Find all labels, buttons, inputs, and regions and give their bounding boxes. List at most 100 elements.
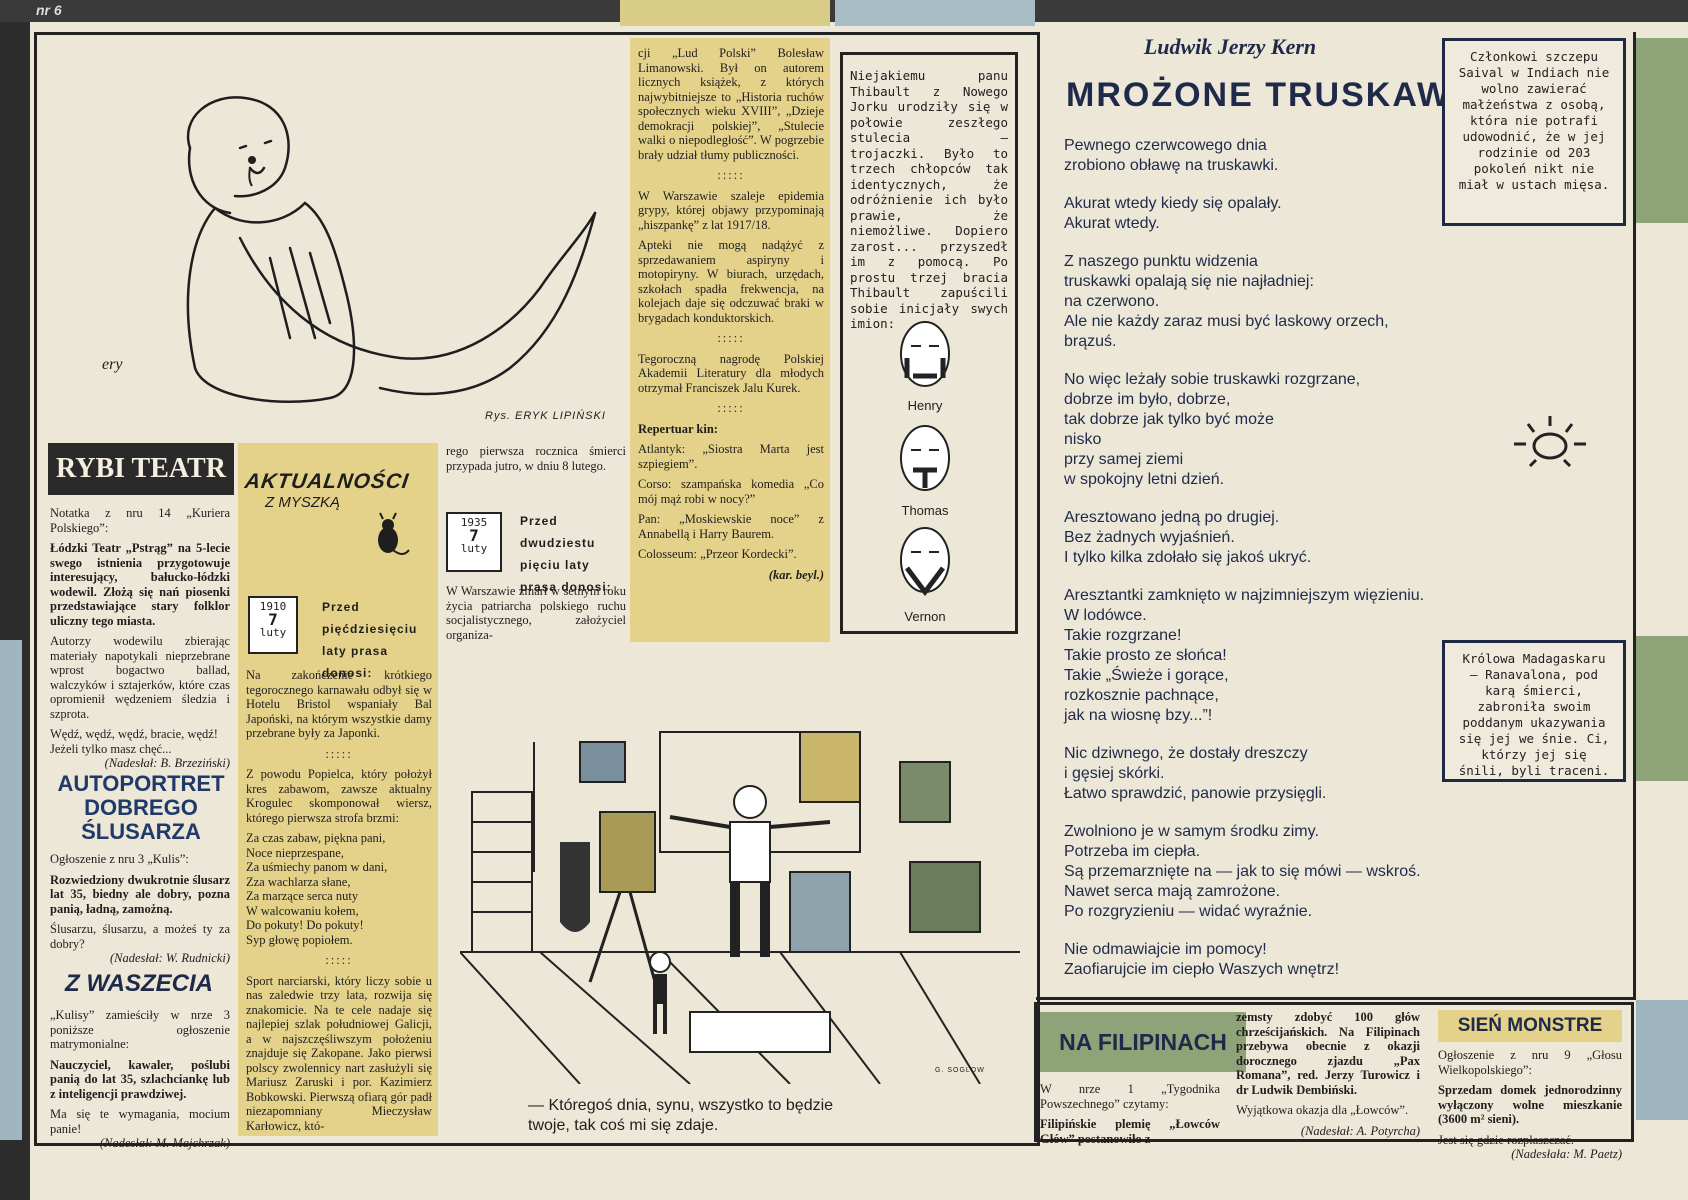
madagaskar-box: Królowa Madagaskaru — Ranavalona, pod ka…	[1442, 640, 1626, 782]
akt-kino-1: Atlantyk: „Siostra Marta jest szpiegiem”…	[638, 442, 824, 471]
waszecia-intro: „Kulisy” zamieściły w nrze 3 poniższe og…	[50, 1008, 230, 1051]
face-vernon-icon	[900, 527, 950, 597]
aktualnosci-column-bg	[238, 443, 438, 1136]
sien-intro: Ogłoszenie z nru 9 „Głosu Wielkopolskieg…	[1438, 1048, 1622, 1077]
saival-box: Członkowi szczepu Saival w Indiach nie w…	[1442, 38, 1626, 226]
akt-p2: Z powodu Popielca, który położył kres za…	[246, 767, 432, 825]
sien-verse: Jest się gdzie rozpłaszczać.	[1438, 1132, 1575, 1147]
poem-line: Ale nie każdy zaraz musi być laskowy orz…	[1064, 313, 1389, 330]
right-green-strip-1	[1636, 38, 1688, 223]
triplets-text: Niejakiemu panu Thibault z Nowego Jorku …	[850, 68, 1008, 331]
poem-line: Pewnego czerwcowego dnia	[1064, 137, 1267, 154]
crying-man-illustration	[186, 96, 597, 403]
akt-kino-4: Colosseum: „Przeor Kordecki”.	[638, 547, 797, 561]
face-thomas-icon	[900, 425, 950, 491]
poem-line: Są przemarznięte na — jak to się mówi — …	[1064, 863, 1421, 880]
autoportret-title-1: AUTOPORTRET	[57, 771, 225, 796]
triplets-box	[840, 52, 1018, 634]
rybi-body: Łódzki Teatr „Pstrąg” na 5-lecie swego i…	[50, 541, 230, 628]
date-1935-day: 7	[469, 526, 479, 545]
poem-line: przy samej ziemi	[1064, 451, 1184, 468]
poem-line: Akurat wtedy kiedy się opalały.	[1064, 195, 1282, 212]
poem-line: nisko	[1064, 431, 1102, 448]
autoportret-body: Rozwiedziony dwukrotnie ślusarz lat 35, …	[50, 872, 230, 916]
poem-line: w spokojny letni dzień.	[1064, 471, 1225, 488]
autoportret-intro: Ogłoszenie z nru 3 „Kulis”:	[50, 852, 189, 866]
face-henry-icon	[900, 321, 950, 387]
akt-repertuar: Repertuar kin:	[638, 421, 718, 436]
poem-line: Akurat wtedy.	[1064, 215, 1160, 232]
waszecia-signature: (Nadesłał: M. Majchrzak)	[99, 1136, 230, 1150]
filipiny-heading: NA FILIPINACH	[1040, 1012, 1246, 1072]
filipiny-col-2: zemsty zdobyć 100 głów chrześcijańskich.…	[1236, 1010, 1420, 1144]
poem-line: truskawki opalają się nie najładniej:	[1064, 273, 1314, 290]
masthead: nr 6	[36, 2, 62, 18]
date-1935-year: 1935	[460, 516, 488, 529]
filipiny-signature: (Nadesłał: A. Potyrcha)	[1300, 1123, 1420, 1138]
filipiny-intro: W nrze 1 „Tygodnika Powszechnego” czytam…	[1040, 1082, 1220, 1111]
date-1910-month: luty	[259, 626, 287, 639]
akt-p3: Sport narciarski, który liczy sobie u na…	[246, 973, 432, 1133]
autoportret-signature: (Nadesłał: W. Rudnicki)	[109, 951, 230, 965]
poem-line: dobrze im było, dobrze,	[1064, 391, 1231, 408]
poem-line: tak dobrze jak tylko być może	[1064, 411, 1274, 428]
top-blue-strip	[835, 0, 1035, 26]
rybi-intro: Notatka z nru 14 „Kuriera Polskiego”:	[50, 506, 230, 535]
rybi-verse1: Wędź, wędź, wędź, bracie, wędź!	[50, 727, 218, 741]
akt-signature: (kar. beyl.)	[768, 567, 824, 582]
poem-line: jak na wiosnę bzy...”!	[1064, 707, 1213, 724]
akt-kino-2: Corso: szampańska komedia „Co mój mąż ro…	[638, 477, 824, 506]
akt-p4: rego pierwsza rocznica śmierci przypada …	[446, 444, 626, 473]
poem-line: Zwolniono je w samym środku zimy.	[1064, 823, 1319, 840]
autoportret-title-3: ŚLUSARZA	[81, 819, 201, 844]
akt-kino-3: Pan: „Moskiewskie noce” z Annabellą i Ha…	[638, 512, 824, 541]
sun-icon	[1514, 416, 1586, 468]
waszecia-article: „Kulisy” zamieściły w nrze 3 poniższe og…	[50, 1008, 230, 1157]
aktualnosci-title: AKTUALNOŚCI	[243, 470, 411, 493]
cartoon-painter-studio: G. SOGLOW	[459, 712, 1020, 1085]
akt-column-2: cji „Lud Polski” Bolesław Limanowski. By…	[638, 46, 824, 582]
poem-line: W lodówce.	[1064, 607, 1147, 624]
aktualnosci-head-1: Przed pięćdziesięciu laty prasa donosi:	[322, 600, 418, 680]
poem-frame	[1036, 32, 1636, 1000]
akt-verse: Za czas zabaw, piękna pani, Noce nieprze…	[246, 831, 432, 947]
poem-author: Ludwik Jerzy Kern	[1143, 34, 1317, 59]
cartoon-signature: ery	[102, 356, 123, 373]
poem-line: Aresztantki zamknięto w najzimniejszym w…	[1064, 587, 1425, 604]
autoportret-verse: Ślusarzu, ślusarzu, a możeś ty za dobry?	[50, 922, 230, 951]
sien-signature: (Nadesłała: M. Paetz)	[1511, 1147, 1622, 1161]
akt-verse-7: Do pokuty! Do pokuty!	[246, 918, 364, 932]
poem-line: zrobiono obławę na truskawki.	[1064, 157, 1279, 174]
poem-line: Po rozgryzieniu — widać wyraźnie.	[1064, 903, 1313, 920]
left-blue-strip	[0, 640, 22, 1140]
poem-line: Łatwo sprawdzić, panowie przysięgli.	[1064, 785, 1327, 802]
poem-line: Zaofiarujcie im ciepło Waszych wnętrz!	[1064, 961, 1340, 978]
aktualnosci-heading: AKTUALNOŚCI Z MYSZKĄ	[243, 470, 435, 555]
cartoon2-signature: G. SOGLOW	[935, 1067, 985, 1074]
waszecia-heading: Z WASZECIA	[65, 970, 213, 997]
poem-title: MROŻONE TRUSKAWKI	[1066, 76, 1490, 114]
rybi-verse2: Jeżeli tylko masz chęć...	[50, 741, 172, 756]
poem-line: i gęsiej skórki.	[1064, 765, 1165, 782]
autoportret-article: Ogłoszenie z nru 3 „Kulis”: Rozwiedziony…	[50, 852, 230, 972]
akt-p9: Tegoroczną nagrodę Polskiej Akademii Lit…	[638, 351, 824, 395]
cartoon2-caption-2: twoje, tak coś mi się zdaje.	[528, 1117, 719, 1134]
cartoon-crying-man: ery Rys. ERYK LIPIŃSKI	[40, 38, 620, 428]
filipiny-body-2: zemsty zdobyć 100 głów chrześcijańskich.…	[1236, 1010, 1420, 1097]
right-blue-strip	[1636, 1000, 1688, 1120]
right-green-strip-2	[1636, 636, 1688, 781]
poem-line: Takie „Świeże i gorące,	[1064, 667, 1229, 684]
akt-yellow-column-2	[630, 38, 830, 642]
date-1935-month: luty	[460, 542, 488, 555]
aktualnosci-head-2: Przed dwudziestu pięciu laty prasa donos…	[520, 514, 612, 594]
poem-line: na czerwono.	[1064, 293, 1160, 310]
akt-verse-6: W walcowaniu kołem,	[246, 903, 359, 918]
rybi-signature: (Nadesłał: B. Brzeziński)	[104, 756, 230, 770]
akt-p5: W Warszawie zmarł w setnym roku życia pa…	[446, 584, 626, 642]
sien-body: Sprzedam domek jednorodzinny wyłączony w…	[1438, 1083, 1622, 1126]
date-box-1910: 1910 7 luty	[248, 596, 298, 654]
cartoon2-caption-1: — Któregoś dnia, synu, wszystko to będzi…	[528, 1097, 834, 1114]
name-henry: Henry	[907, 398, 943, 413]
akt-p1: Na zakończenie krótkiego tegorocznego ka…	[246, 668, 432, 740]
akt-verse-2: Noce nieprzespane,	[246, 845, 344, 860]
